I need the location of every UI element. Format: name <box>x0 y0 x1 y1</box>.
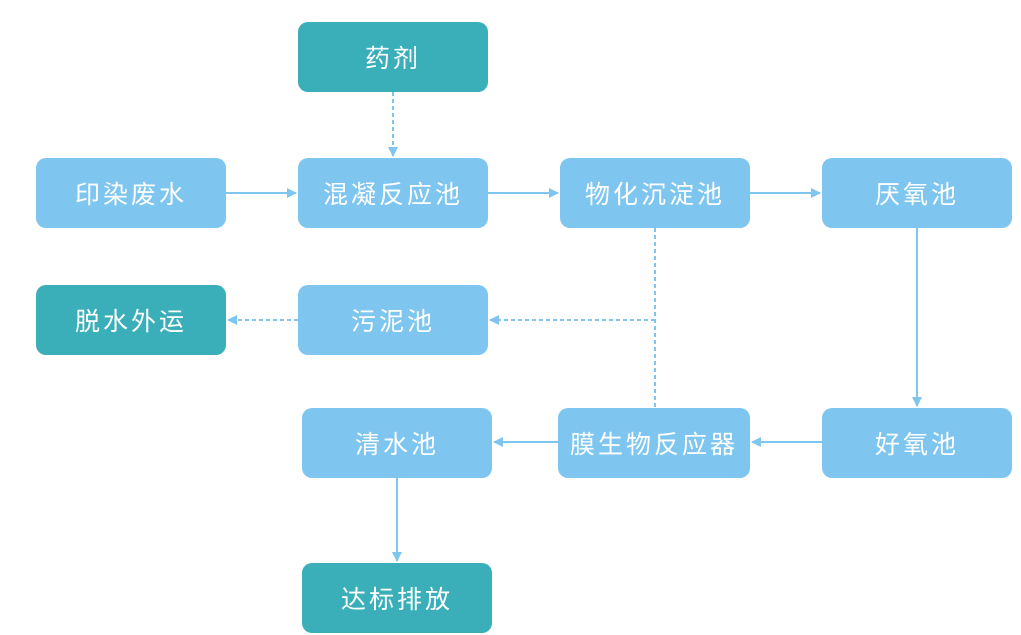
node-chemical-sedimentation-tank: 物化沉淀池 <box>560 158 750 228</box>
node-anaerobic-tank: 厌氧池 <box>822 158 1012 228</box>
node-dyeing-wastewater: 印染废水 <box>36 158 226 228</box>
node-discharge: 达标排放 <box>302 563 492 633</box>
node-aerobic-tank: 好氧池 <box>822 408 1012 478</box>
node-sludge-tank: 污泥池 <box>298 285 488 355</box>
node-membrane-bioreactor: 膜生物反应器 <box>558 408 750 478</box>
node-clear-water-tank: 清水池 <box>302 408 492 478</box>
node-dewatering-transport: 脱水外运 <box>36 285 226 355</box>
node-coagulation-tank: 混凝反应池 <box>298 158 488 228</box>
node-reagent: 药剂 <box>298 22 488 92</box>
